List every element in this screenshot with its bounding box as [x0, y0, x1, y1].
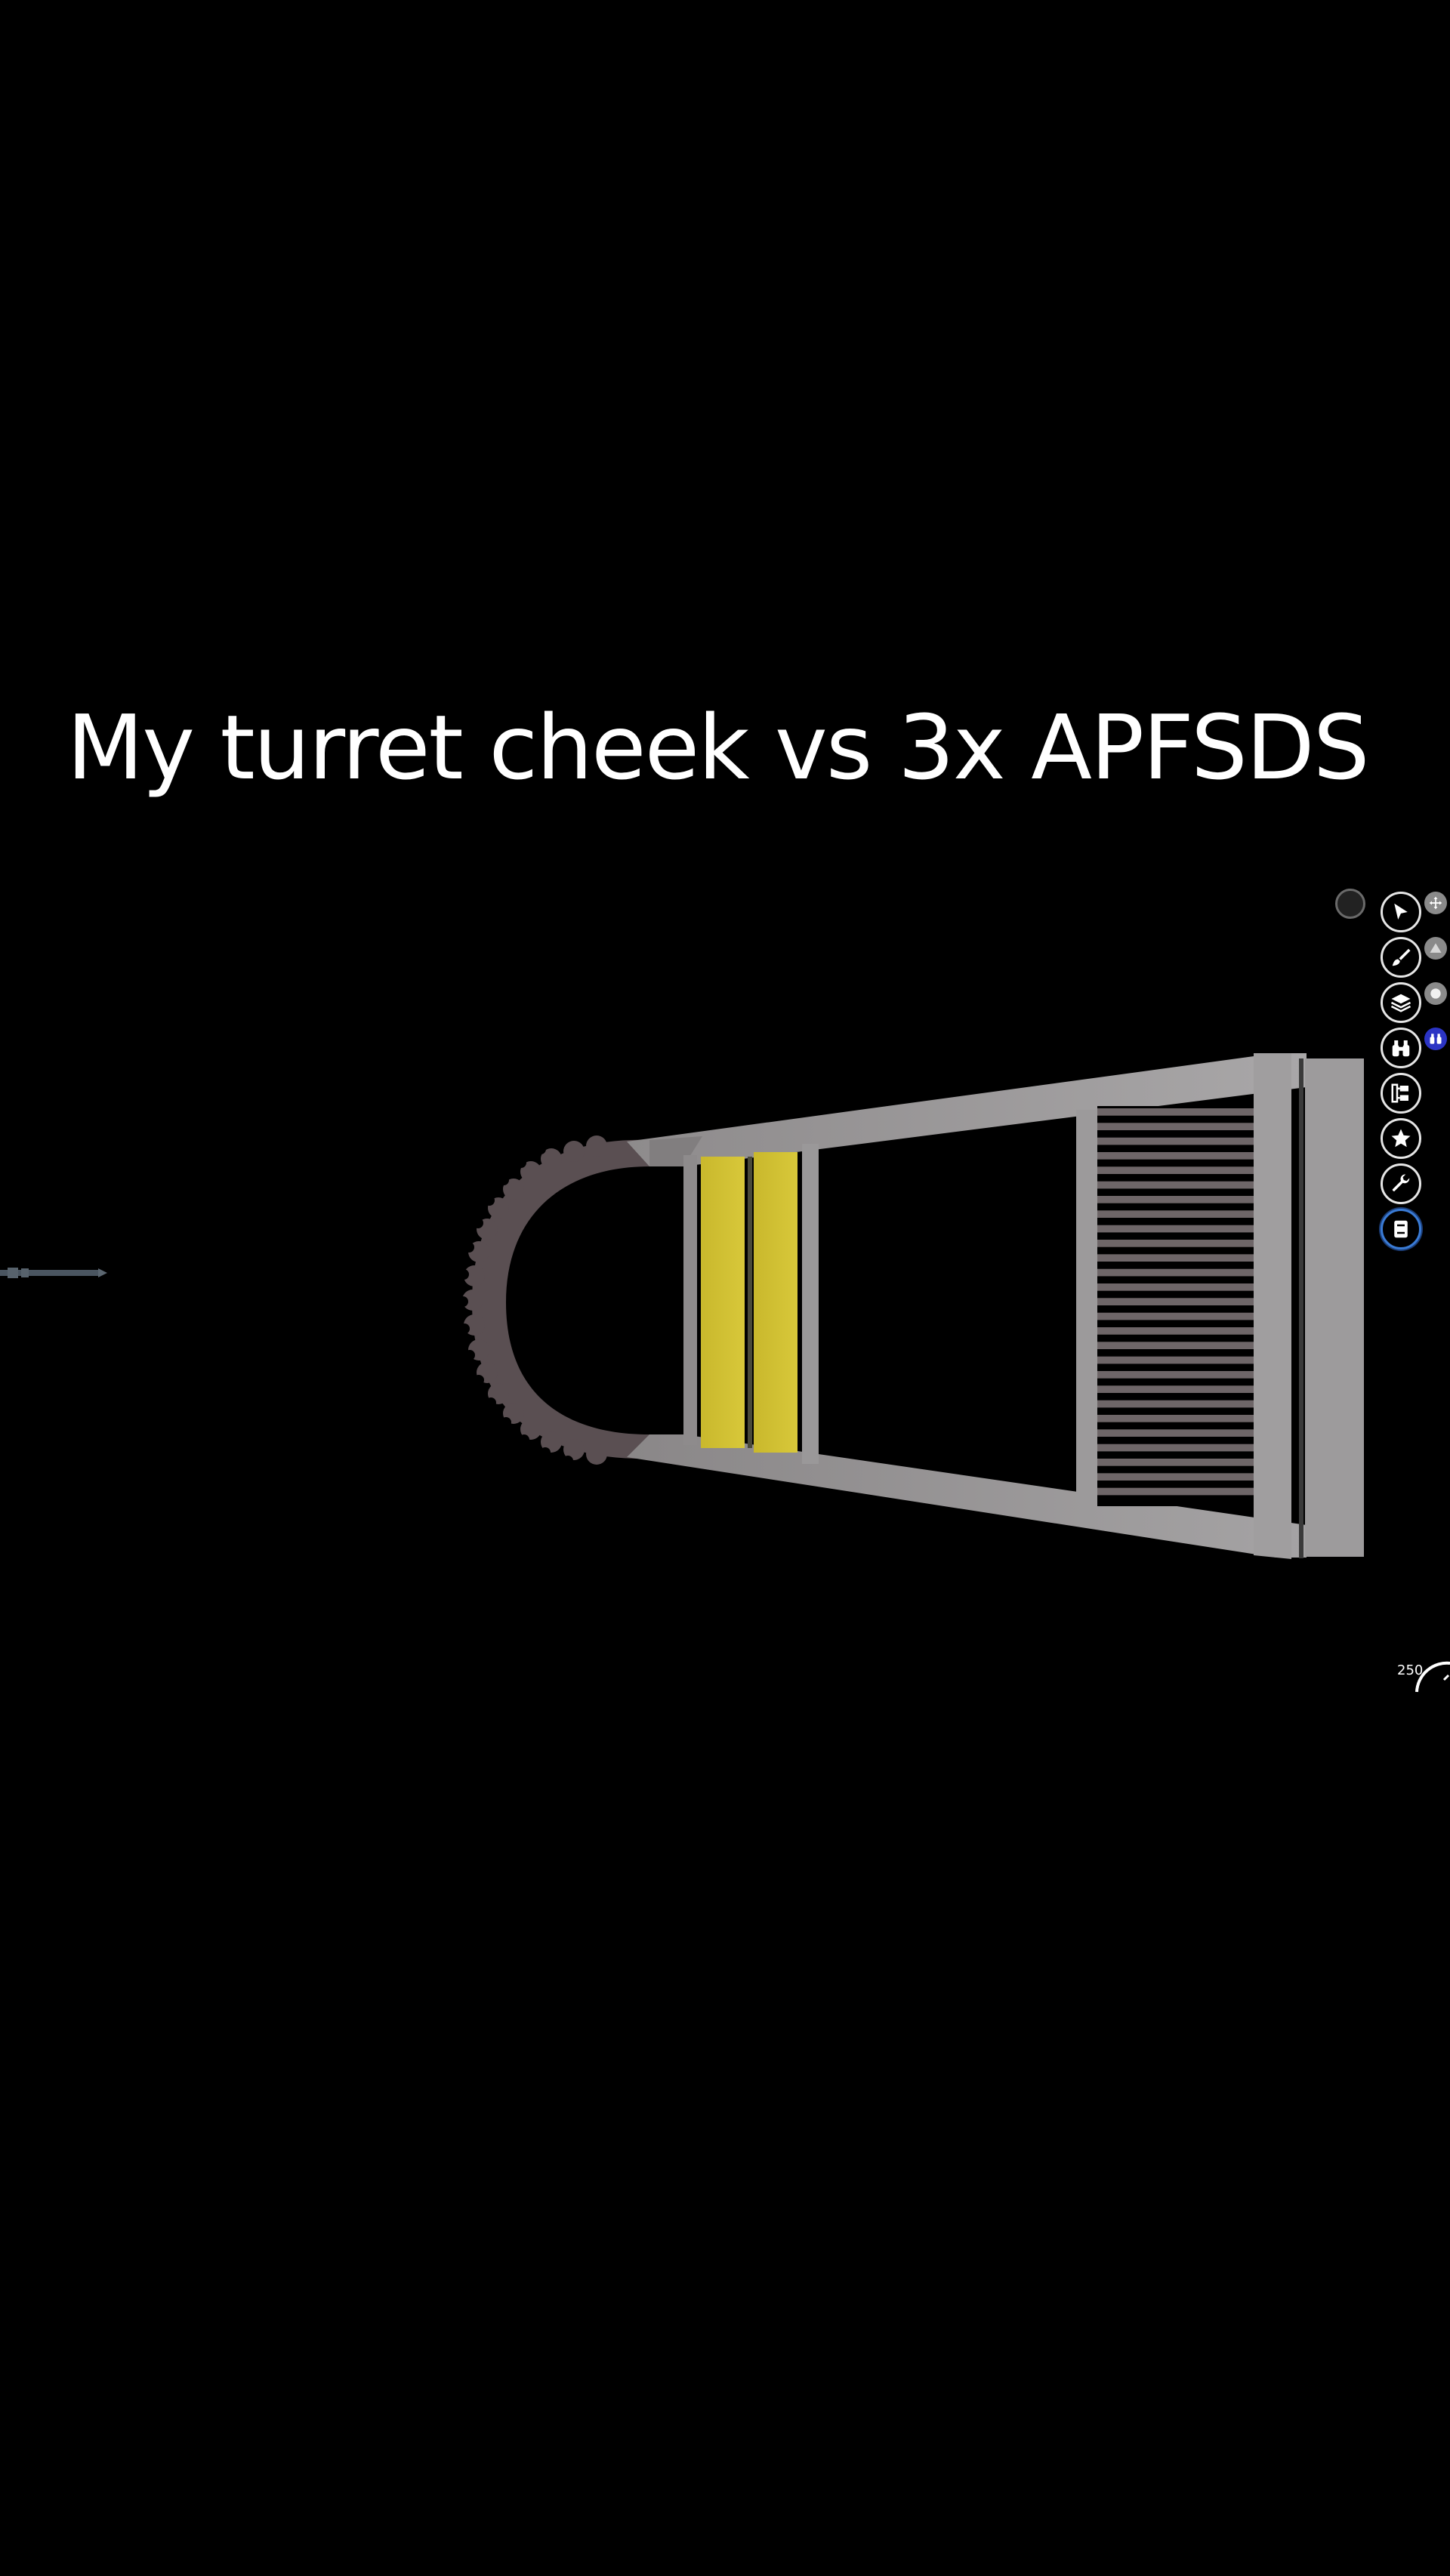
move-arrows-icon [1429, 896, 1442, 910]
spaced-plate [1097, 1385, 1254, 1393]
armor-hull-top [627, 1053, 1307, 1166]
spaced-plate [1097, 1487, 1254, 1496]
cursor-tool-button[interactable] [1381, 892, 1421, 932]
composite-layers [701, 1152, 798, 1453]
layers-tool-button[interactable] [1381, 982, 1421, 1023]
spaced-plate [1097, 1444, 1254, 1452]
circle-icon [1430, 988, 1441, 999]
spaced-plate [1097, 1459, 1254, 1466]
spaced-plate [1097, 1137, 1254, 1145]
view-mode-button[interactable] [1424, 1028, 1447, 1050]
book-icon [1394, 1220, 1408, 1238]
armor-back-plate [1299, 1058, 1364, 1558]
spaced-plate [1097, 1473, 1254, 1481]
brush-tool-button[interactable] [1381, 937, 1421, 978]
spaced-plate [1097, 1152, 1254, 1160]
spaced-plate [1097, 1196, 1254, 1203]
spaced-plate [1097, 1240, 1254, 1247]
move-tool-button[interactable] [1424, 892, 1447, 914]
shape-circle-button[interactable] [1424, 982, 1447, 1005]
star-icon [1391, 1129, 1411, 1148]
binoculars-small-icon [1430, 1034, 1442, 1044]
spaced-plate [1097, 1108, 1254, 1116]
speed-readout: 250 [1397, 1662, 1424, 1678]
spaced-plate [1097, 1225, 1254, 1233]
spaced-plate [1097, 1356, 1254, 1364]
speed-gauge-icon [1415, 1661, 1450, 1693]
era-block-front [458, 1135, 649, 1466]
spaced-plate [1097, 1327, 1254, 1335]
spaced-plate [1097, 1181, 1254, 1189]
shape-triangle-button[interactable] [1424, 937, 1447, 960]
wrench-icon [1392, 1174, 1410, 1191]
wrench-tool-button[interactable] [1381, 1163, 1421, 1204]
hierarchy-tool-button[interactable] [1381, 1073, 1421, 1114]
spaced-plate [1097, 1371, 1254, 1379]
spaced-plate [1097, 1123, 1254, 1130]
apfsds-projectile [0, 1268, 107, 1278]
record-toggle-button[interactable] [1335, 889, 1365, 919]
binoculars-icon [1392, 1040, 1410, 1057]
spaced-plate [1097, 1400, 1254, 1408]
spaced-plate-array [1097, 1106, 1254, 1506]
spaced-plate [1097, 1268, 1254, 1277]
spaced-plate [1097, 1210, 1254, 1218]
spaced-plate [1097, 1415, 1254, 1422]
brush-icon [1392, 948, 1411, 966]
spaced-plate [1097, 1312, 1254, 1320]
favorites-tool-button[interactable] [1381, 1118, 1421, 1159]
video-caption: My turret cheek vs 3x APFSDS [66, 695, 1369, 800]
spaced-plate [1097, 1283, 1254, 1291]
triangle-icon [1430, 943, 1442, 953]
cursor-icon [1394, 903, 1408, 920]
spaced-plate [1097, 1342, 1254, 1349]
tool-toolbar [1374, 887, 1447, 1265]
layers-icon [1390, 994, 1411, 1012]
spaced-plate [1097, 1166, 1254, 1174]
spaced-plate [1097, 1254, 1254, 1262]
hierarchy-icon [1391, 1083, 1408, 1103]
spaced-plate [1097, 1429, 1254, 1437]
binoculars-tool-button[interactable] [1381, 1028, 1421, 1068]
armor-hull-bottom [627, 1434, 1307, 1558]
spaced-plate [1097, 1298, 1254, 1305]
book-tool-button[interactable] [1381, 1209, 1421, 1249]
armor-frame [683, 1053, 1291, 1559]
